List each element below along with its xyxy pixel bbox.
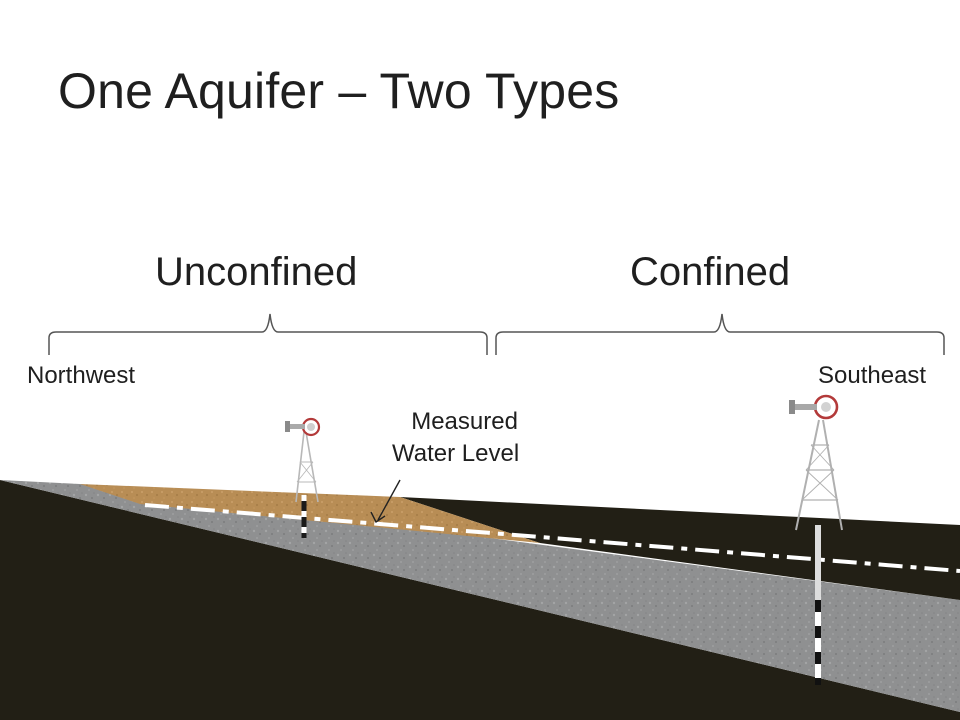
unconfined-bracket (48, 313, 488, 355)
northwest-label: Northwest (27, 362, 136, 389)
annotation-arrow (377, 479, 401, 521)
southeast-label: Southeast (818, 362, 927, 389)
unconfined-label: Unconfined (155, 250, 358, 294)
page-title: One Aquifer – Two Types (58, 63, 620, 119)
annotation-arrowhead (370, 511, 386, 524)
water-level-annotation-line1: Measured (411, 408, 518, 435)
confined-bracket (495, 313, 945, 355)
water-level-line (144, 503, 960, 573)
water-level-annotation-line2: Water Level (392, 440, 520, 467)
windmill-icon (789, 394, 843, 685)
bedrock-lower (0, 480, 960, 720)
windmill-icon (285, 417, 321, 538)
aquifer-layer (0, 480, 960, 712)
water-level-annotation: Measured Water Level (392, 406, 519, 470)
confined-label: Confined (630, 250, 791, 294)
